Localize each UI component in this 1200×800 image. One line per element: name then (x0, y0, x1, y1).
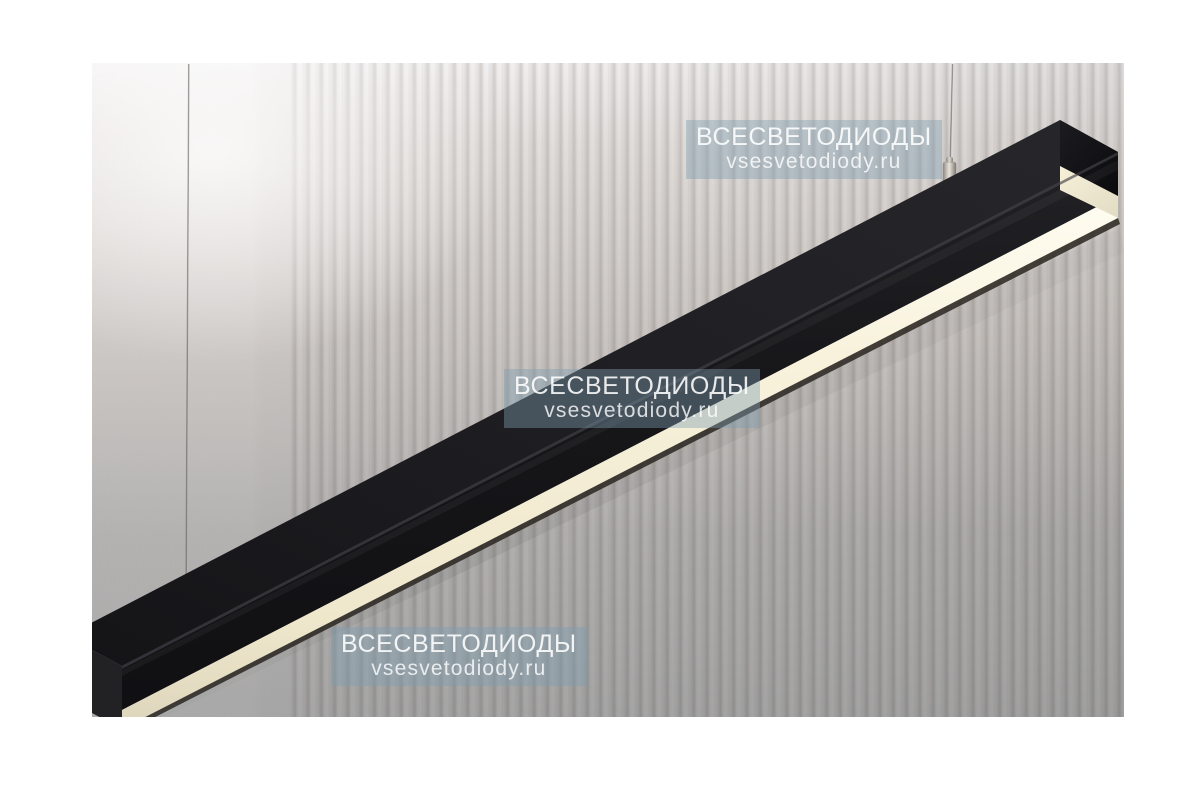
watermark-brand-line: ВСЕСВЕТОДИОДЫ (341, 630, 577, 658)
watermark-bottom: ВСЕСВЕТОДИОДЫ vsesvetodiody.ru (331, 627, 587, 687)
watermark-brand-line: ВСЕСВЕТОДИОДЫ (514, 372, 750, 400)
cable-gripper-right (943, 157, 956, 188)
watermark-url-line: vsesvetodiody.ru (726, 150, 902, 174)
watermark-url-line: vsesvetodiody.ru (544, 399, 720, 423)
watermark-middle: ВСЕСВЕТОДИОДЫ vsesvetodiody.ru (504, 369, 760, 429)
cable-gripper-left (179, 585, 192, 616)
watermark-url-line: vsesvetodiody.ru (371, 657, 547, 681)
watermark-brand-line: ВСЕСВЕТОДИОДЫ (696, 123, 932, 151)
watermark-top: ВСЕСВЕТОДИОДЫ vsesvetodiody.ru (686, 120, 942, 180)
